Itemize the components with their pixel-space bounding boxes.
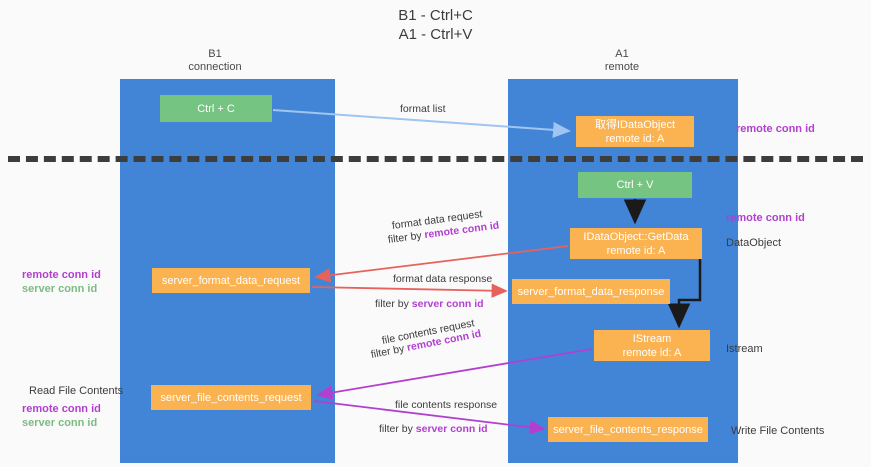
node-ctrl-v-label: Ctrl + V	[616, 179, 654, 191]
node-get-idataobject-line1: 取得IDataObject	[594, 118, 676, 131]
edge-format-list	[272, 109, 571, 138]
annotation-dataobject-text: DataObject	[726, 237, 782, 249]
node-get-idataobject-line2: remote id: A	[605, 132, 665, 145]
annotation-left-remote-conn-id-bottom: remote conn id	[22, 403, 101, 415]
edge-label-format-list-text: format list	[400, 103, 446, 115]
edge-label-file-contents-response: file contents response	[395, 398, 497, 412]
filter-key-server-conn-id: server conn id	[411, 298, 484, 310]
filter-prefix: filter by	[379, 423, 416, 435]
node-server-format-data-request-label: server_format_data_request	[161, 274, 301, 287]
column-header-a1-role: remote	[604, 61, 640, 73]
annotation-left-conn-ids-mid: remote conn id server conn id	[22, 268, 101, 296]
title-line-1: B1 - Ctrl+C	[398, 7, 473, 24]
edge-file-contents-response	[313, 400, 546, 435]
node-ctrl-c-label: Ctrl + C	[197, 102, 235, 115]
column-header-b1: B1 connection	[155, 48, 275, 74]
annotation-istream: Istream	[726, 342, 763, 356]
edge-format-data-request	[314, 245, 569, 283]
edge-label-format-data-response: format data response	[393, 272, 492, 286]
annotation-left-server-conn-id-mid: server conn id	[22, 283, 98, 295]
annotation-dataobject: DataObject	[726, 236, 781, 250]
edge-file-contents-request	[316, 348, 593, 400]
annotation-remote-conn-id-mid-text: remote conn id	[726, 212, 805, 224]
annotation-write-file-contents: Write File Contents	[731, 424, 824, 438]
column-header-a1: A1 remote	[562, 48, 682, 74]
annotation-remote-conn-id-top: remote conn id	[736, 122, 815, 136]
node-idataobject-getdata[interactable]: IDataObject::GetData remote id: A	[570, 228, 702, 259]
annotation-read-file-contents: Read File Contents	[29, 384, 123, 398]
node-server-file-contents-response-label: server_file_contents_response	[553, 423, 703, 436]
column-header-a1-name: A1	[615, 48, 629, 60]
annotation-write-file-contents-text: Write File Contents	[731, 425, 825, 437]
node-server-file-contents-request-label: server_file_contents_request	[160, 391, 302, 404]
edge-label-file-contents-response-text: file contents response	[395, 399, 498, 411]
phase-divider	[8, 156, 863, 162]
annotation-left-conn-ids-bottom: remote conn id server conn id	[22, 402, 101, 430]
node-istream-line1: IStream	[632, 332, 672, 345]
annotation-read-file-contents-text: Read File Contents	[29, 385, 124, 397]
node-idataobject-getdata-line2: remote id: A	[606, 244, 666, 257]
node-istream-line2: remote id: A	[622, 346, 682, 359]
node-server-format-data-request[interactable]: server_format_data_request	[152, 268, 310, 293]
column-header-b1-role: connection	[188, 61, 242, 73]
edge-label-format-data-response-filter: filter by server conn id	[375, 297, 484, 311]
node-ctrl-v[interactable]: Ctrl + V	[578, 172, 692, 198]
edge-label-format-list: format list	[400, 102, 446, 116]
node-get-idataobject[interactable]: 取得IDataObject remote id: A	[576, 116, 694, 147]
annotation-left-remote-conn-id-mid: remote conn id	[22, 269, 101, 281]
node-server-file-contents-response[interactable]: server_file_contents_response	[548, 417, 708, 442]
node-idataobject-getdata-line1: IDataObject::GetData	[583, 230, 689, 243]
node-server-format-data-response-label: server_format_data_response	[517, 285, 665, 298]
filter-prefix: filter by	[375, 298, 412, 310]
diagram-title: B1 - Ctrl+C A1 - Ctrl+V	[0, 6, 871, 44]
title-line-2: A1 - Ctrl+V	[398, 26, 473, 43]
edge-label-format-data-response-text: format data response	[393, 273, 493, 285]
annotation-left-server-conn-id-bottom: server conn id	[22, 417, 98, 429]
node-istream[interactable]: IStream remote id: A	[594, 330, 710, 361]
column-header-b1-name: B1	[208, 48, 222, 60]
annotation-remote-conn-id-top-text: remote conn id	[736, 123, 815, 135]
annotation-istream-text: Istream	[726, 343, 763, 355]
node-server-file-contents-request[interactable]: server_file_contents_request	[151, 385, 311, 410]
edge-label-file-contents-response-filter: filter by server conn id	[379, 422, 488, 436]
node-ctrl-c[interactable]: Ctrl + C	[160, 95, 272, 122]
edge-getdata-to-istream	[667, 246, 702, 329]
edge-format-data-response	[311, 283, 508, 298]
filter-key-server-conn-id: server conn id	[415, 423, 488, 435]
node-server-format-data-response[interactable]: server_format_data_response	[512, 279, 670, 304]
annotation-remote-conn-id-mid: remote conn id	[726, 211, 805, 225]
